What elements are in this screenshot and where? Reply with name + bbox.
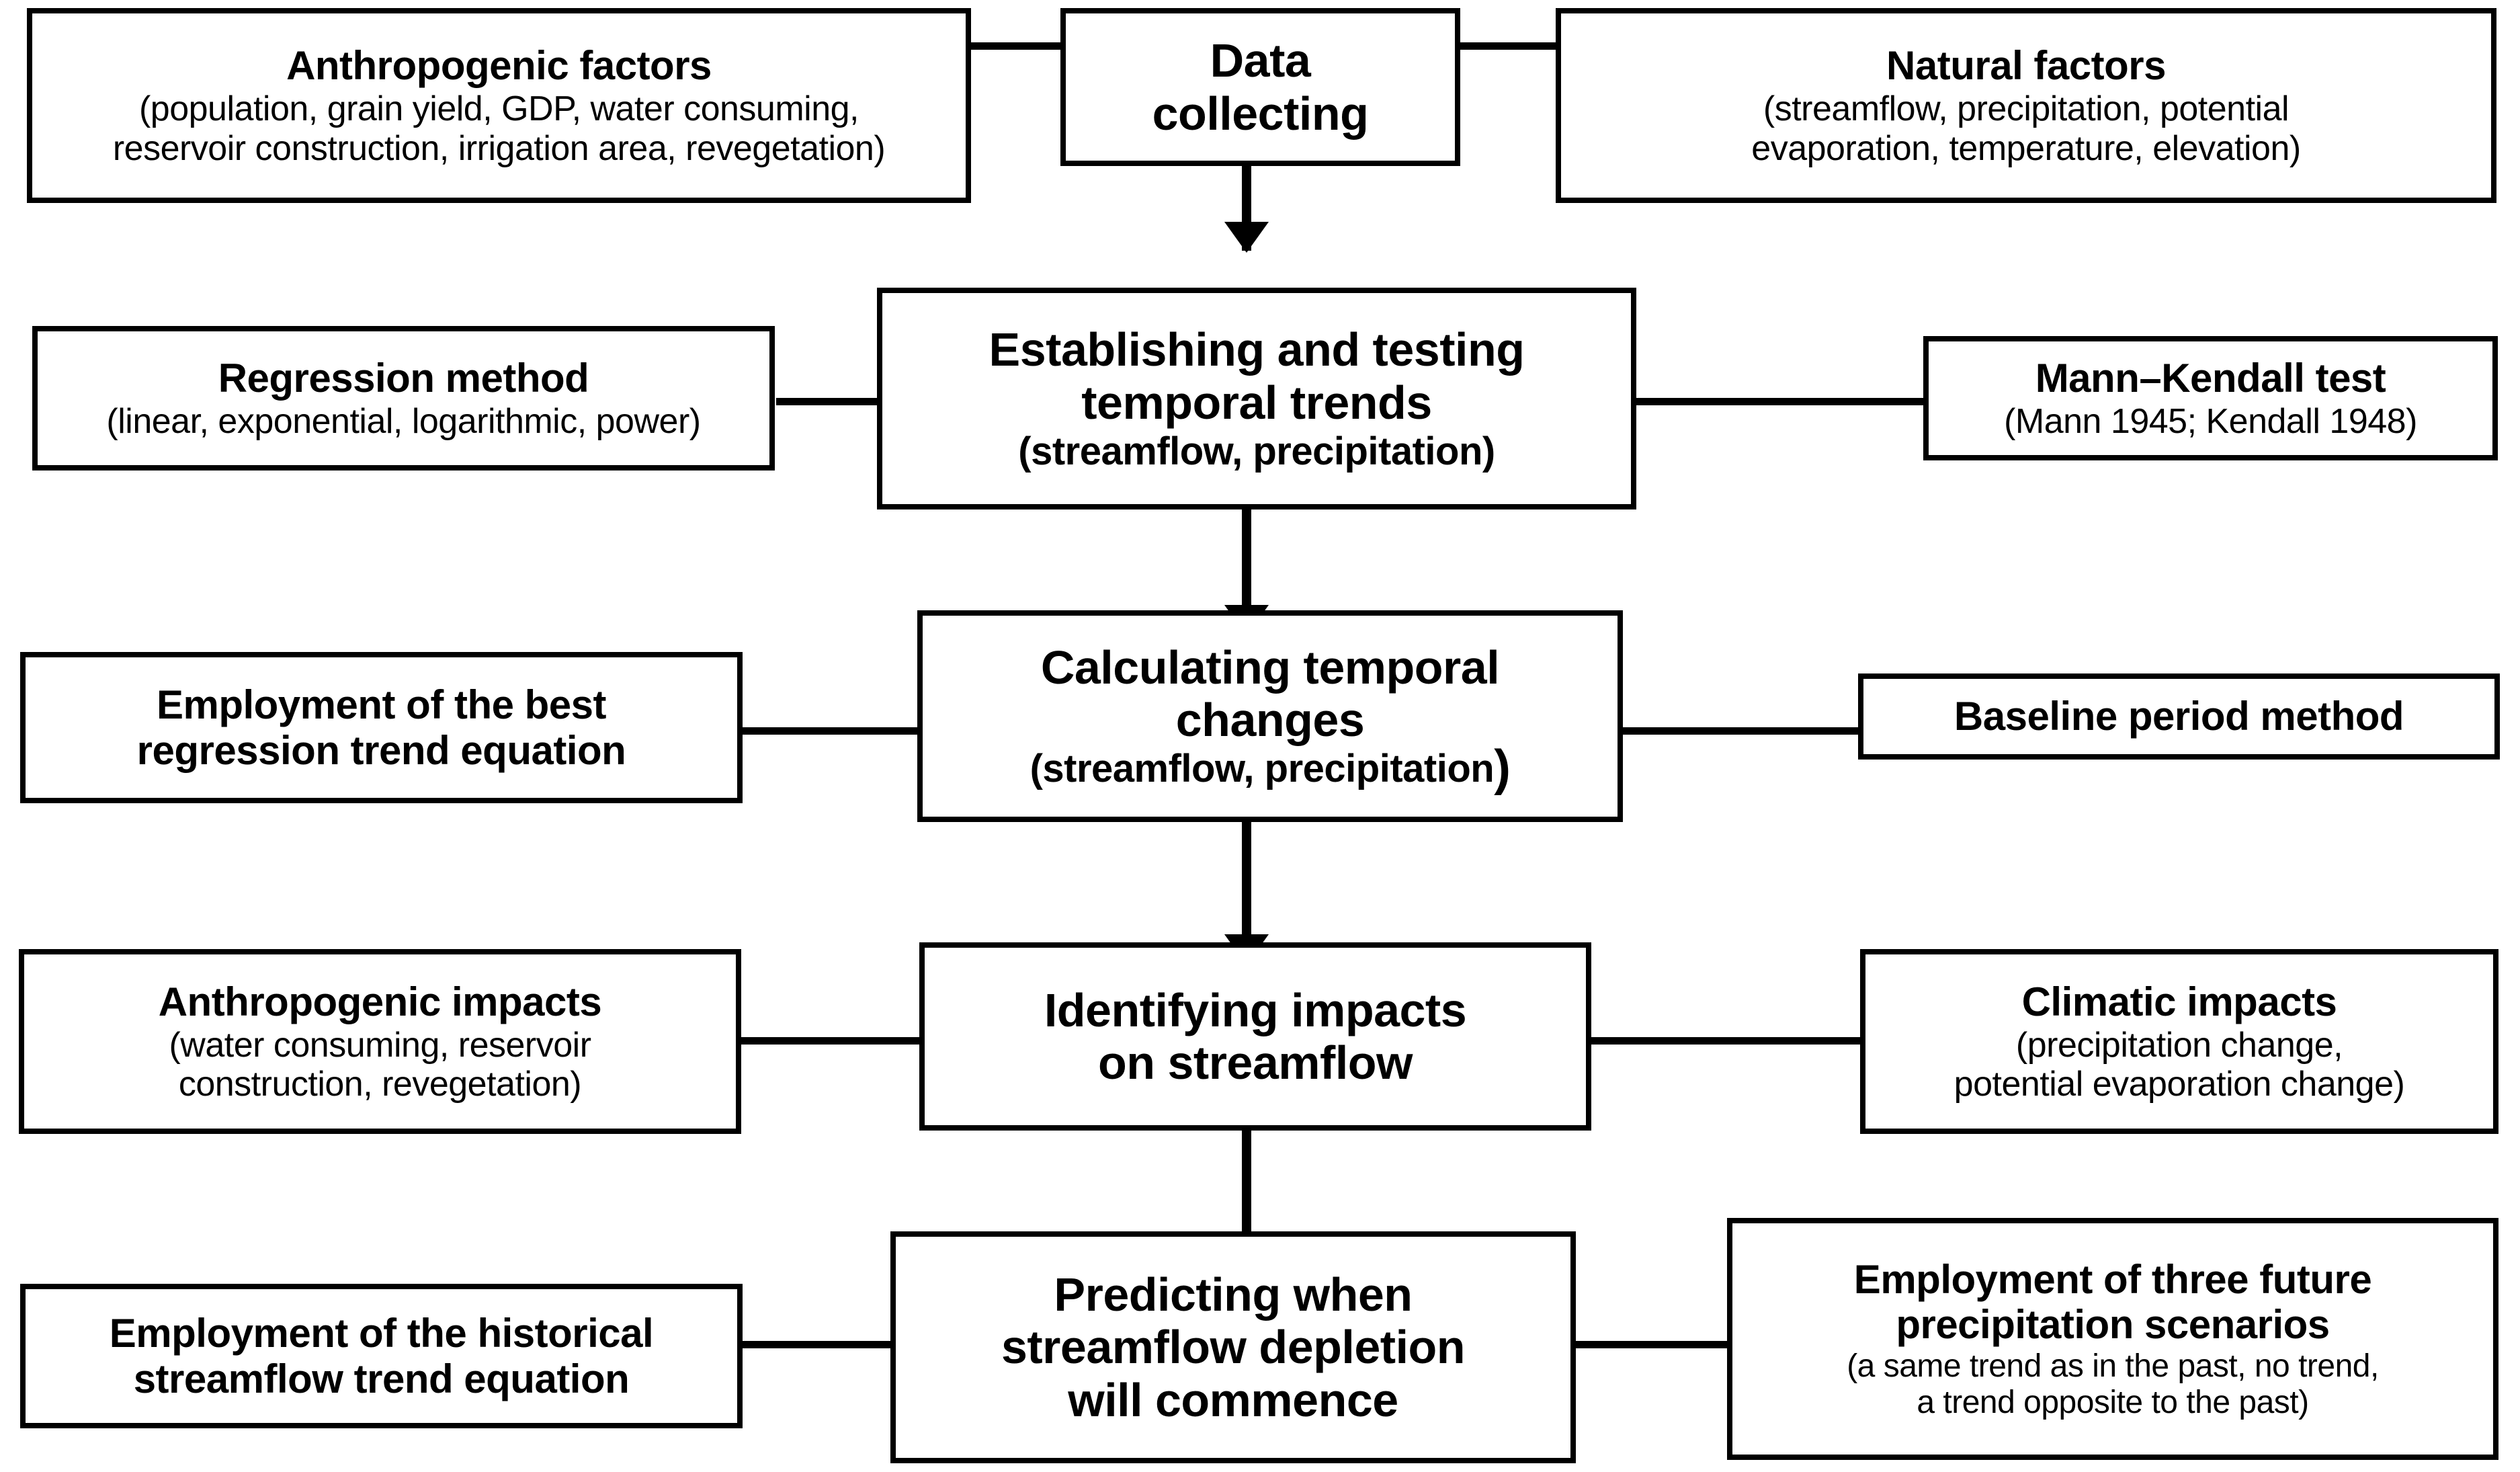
box-title: Employment of three future precipitation… bbox=[1853, 1257, 2372, 1348]
box-best-regression-trend-equation[interactable]: Employment of the best regression trend … bbox=[20, 652, 743, 803]
box-regression-method[interactable]: Regression method (linear, exponential, … bbox=[32, 326, 775, 471]
box-mann-kendall-test[interactable]: Mann–Kendall test (Mann 1945; Kendall 19… bbox=[1923, 336, 2498, 460]
box-climatic-impacts[interactable]: Climatic impacts (precipitation change, … bbox=[1860, 949, 2498, 1134]
box-anthropogenic-factors[interactable]: Anthropogenic factors (population, grain… bbox=[27, 8, 971, 203]
box-title: Anthropogenic factors bbox=[286, 43, 712, 89]
box-subtitle-text: (streamflow, precipitation) bbox=[1030, 739, 1511, 796]
box-calculating-temporal-changes[interactable]: Calculating temporal changes (streamflow… bbox=[917, 610, 1623, 822]
flow-line-4-5 bbox=[1242, 1129, 1251, 1257]
box-title: Data collecting bbox=[1152, 34, 1369, 140]
connector-right-stage-1 bbox=[1458, 42, 1559, 50]
connector-right-stage-5 bbox=[1572, 1341, 1727, 1348]
box-subtitle: (streamflow, precipitation, potential ev… bbox=[1751, 89, 2301, 168]
box-title: Anthropogenic impacts bbox=[158, 979, 602, 1024]
connector-left-stage-1 bbox=[968, 42, 1075, 50]
box-subtitle: (streamflow, precipitation) bbox=[1018, 429, 1495, 473]
box-data-collecting[interactable]: Data collecting bbox=[1060, 8, 1460, 166]
box-establishing-testing-trends[interactable]: Establishing and testing temporal trends… bbox=[877, 288, 1636, 509]
box-subtitle: (population, grain yield, GDP, water con… bbox=[112, 89, 886, 168]
box-subtitle: (water consuming, reservoir construction… bbox=[169, 1025, 591, 1104]
connector-left-stage-5 bbox=[739, 1341, 890, 1348]
flow-line-3-4 bbox=[1242, 816, 1251, 960]
box-predicting-streamflow-depletion[interactable]: Predicting when streamflow depletion wil… bbox=[890, 1231, 1576, 1463]
box-title: Establishing and testing temporal trends bbox=[989, 323, 1525, 429]
connector-right-stage-3 bbox=[1620, 727, 1861, 735]
box-title: Baseline period method bbox=[1954, 694, 2404, 739]
connector-left-stage-2 bbox=[776, 398, 897, 405]
connector-right-stage-4 bbox=[1559, 1037, 1861, 1045]
flow-line-2-3 bbox=[1242, 485, 1251, 630]
box-subtitle: (linear, exponential, logarithmic, power… bbox=[106, 401, 701, 441]
box-natural-factors[interactable]: Natural factors (streamflow, precipitati… bbox=[1556, 8, 2496, 203]
connector-left-stage-3 bbox=[739, 727, 921, 735]
box-title: Employment of the historical streamflow … bbox=[109, 1311, 654, 1401]
box-title: Predicting when streamflow depletion wil… bbox=[1001, 1268, 1466, 1426]
box-anthropogenic-impacts[interactable]: Anthropogenic impacts (water consuming, … bbox=[19, 949, 741, 1134]
box-title: Calculating temporal changes bbox=[1040, 641, 1500, 747]
box-three-future-precipitation-scenarios[interactable]: Employment of three future precipitation… bbox=[1727, 1218, 2498, 1460]
box-historical-streamflow-trend-equation[interactable]: Employment of the historical streamflow … bbox=[20, 1284, 743, 1428]
box-title: Mann–Kendall test bbox=[2035, 355, 2386, 401]
box-baseline-period-method[interactable]: Baseline period method bbox=[1858, 673, 2500, 760]
box-title: Natural factors bbox=[1886, 43, 2166, 89]
flow-arrowhead-1-2 bbox=[1224, 222, 1269, 253]
box-identifying-impacts-streamflow[interactable]: Identifying impacts on streamflow bbox=[919, 942, 1591, 1131]
box-title: Employment of the best regression trend … bbox=[136, 682, 626, 773]
box-subtitle: (Mann 1945; Kendall 1948) bbox=[2004, 401, 2417, 441]
box-title: Identifying impacts on streamflow bbox=[1044, 983, 1467, 1089]
connector-right-stage-2 bbox=[1636, 398, 1925, 405]
box-subtitle: (precipitation change, potential evapora… bbox=[1954, 1025, 2405, 1104]
connector-left-stage-4 bbox=[736, 1037, 921, 1045]
box-title: Climatic impacts bbox=[2021, 979, 2337, 1024]
box-subtitle: (a same trend as in the past, no trend, … bbox=[1847, 1348, 2379, 1421]
box-subtitle: (streamflow, precipitation) bbox=[1030, 739, 1511, 796]
box-title: Regression method bbox=[218, 355, 589, 401]
